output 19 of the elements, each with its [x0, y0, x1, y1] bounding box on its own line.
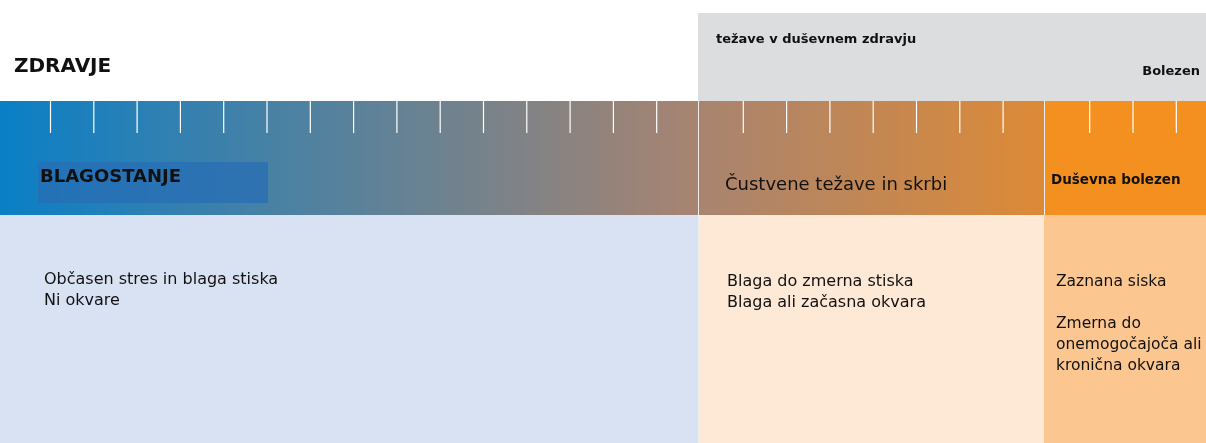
description-panel [1044, 215, 1206, 443]
spectrum-section [698, 101, 1044, 215]
description-panel [698, 215, 1044, 443]
description-panel [0, 215, 698, 443]
band-label: Bolezen [1142, 63, 1200, 78]
spectrum-section [1044, 101, 1206, 215]
section-label: Duševna bolezen [1051, 171, 1181, 187]
description-text: Občasen stres in blaga stiska [44, 269, 279, 288]
header-band [698, 13, 1206, 101]
description-text: Blaga do zmerna stiska [727, 271, 914, 290]
description-text: Ni okvare [44, 290, 120, 309]
band-heading: težave v duševnem zdravju [716, 31, 917, 46]
description-text: Zaznana siska [1056, 272, 1167, 290]
section-label: Čustvene težave in skrbi [725, 173, 948, 194]
label-box [38, 162, 268, 203]
heading-text: ZDRAVJE [14, 53, 112, 77]
description-text: Blaga ali začasna okvara [727, 292, 926, 311]
box-label: BLAGOSTANJE [40, 165, 182, 186]
description-text: Zmerna do onemogočajoča ali kronična okvara [1056, 313, 1203, 376]
